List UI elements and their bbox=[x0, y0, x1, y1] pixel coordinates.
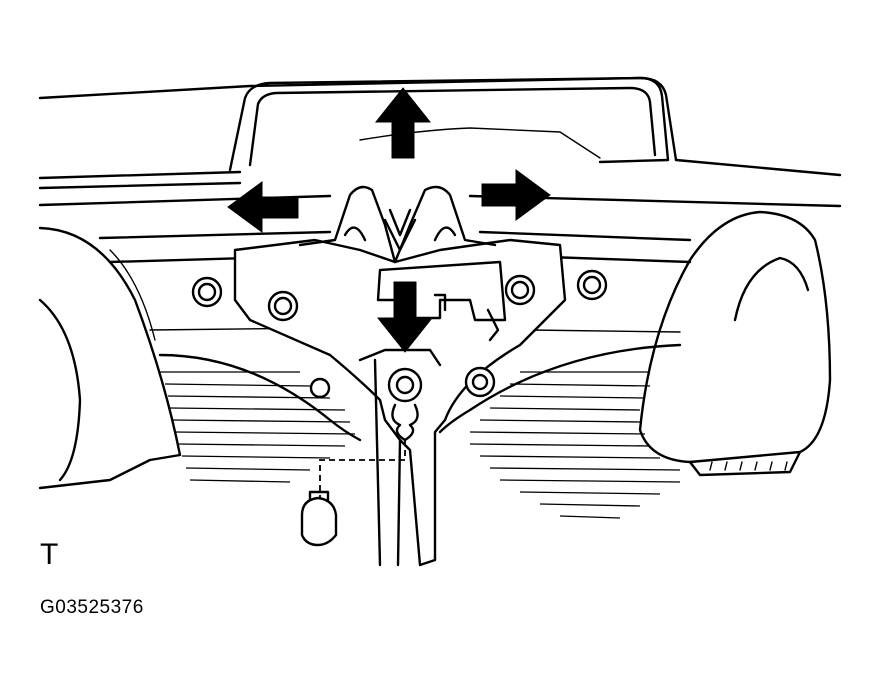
clip-part bbox=[300, 496, 338, 547]
corner-label: T bbox=[40, 538, 59, 571]
bolt-1 bbox=[191, 276, 223, 308]
hole-right bbox=[464, 366, 496, 398]
arrow-right bbox=[481, 169, 551, 221]
striker-nut bbox=[387, 367, 423, 403]
arrow-left bbox=[227, 181, 299, 233]
bolt-2 bbox=[267, 290, 299, 322]
figure-code: G03525376 bbox=[40, 597, 144, 618]
latch-support-plate bbox=[233, 238, 567, 567]
bolt-3 bbox=[504, 274, 536, 306]
arrow-up bbox=[374, 87, 432, 159]
left-headlight bbox=[38, 226, 182, 490]
bolt-4 bbox=[576, 269, 608, 301]
mounting-bolts bbox=[191, 269, 608, 403]
right-headlight bbox=[638, 210, 832, 477]
cable-clip bbox=[300, 403, 419, 547]
direction-arrows bbox=[227, 87, 551, 353]
grille-left bbox=[158, 353, 362, 483]
hood-outline bbox=[38, 76, 842, 190]
arrow-down bbox=[376, 281, 434, 353]
hole-left bbox=[309, 377, 331, 399]
grille-right bbox=[438, 343, 682, 519]
